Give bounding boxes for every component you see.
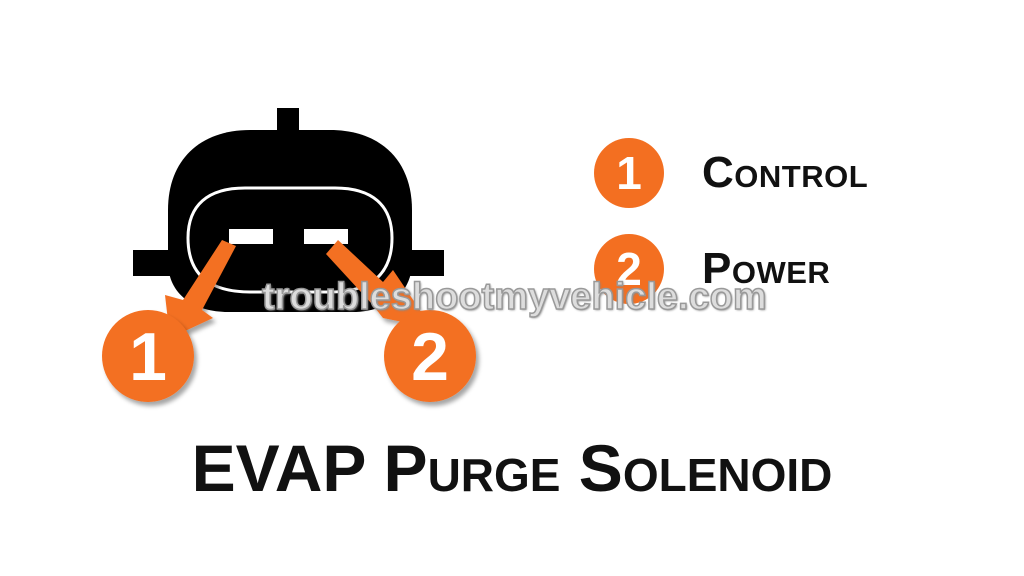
pin-1-callout: 1 <box>102 310 194 402</box>
pin-2-terminal <box>304 229 348 244</box>
connector-top-key <box>277 108 299 130</box>
watermark: troubleshootmyvehicle.com <box>261 275 767 319</box>
legend-label-power: Power <box>702 244 831 293</box>
diagram-title: EVAP Purge Solenoid <box>191 431 833 505</box>
pin-1-terminal <box>229 229 273 244</box>
pin-1-arrow <box>165 240 236 338</box>
legend-row-power: 2 Power <box>594 234 830 304</box>
connector-inner-outline <box>186 186 394 294</box>
legend-row-control: 1 Control <box>594 138 868 208</box>
pin-2-arrow <box>326 240 432 328</box>
legend-number-2: 2 <box>594 234 664 304</box>
pin-2-callout: 2 <box>384 310 476 402</box>
pin-1-callout-number: 1 <box>129 319 167 395</box>
pin-2-callout-number: 2 <box>411 319 449 395</box>
legend-label-control: Control <box>702 148 869 197</box>
legend-number-1: 1 <box>594 138 664 208</box>
